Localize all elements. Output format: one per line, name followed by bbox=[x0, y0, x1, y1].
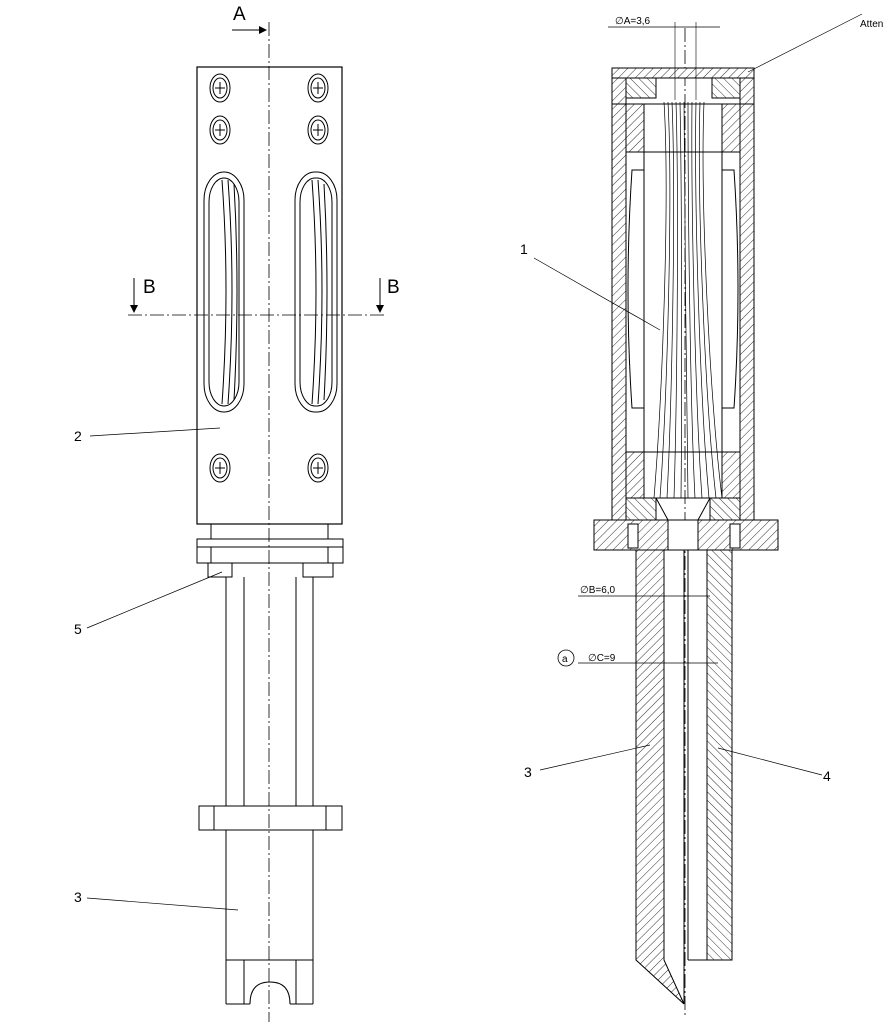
screw-icon bbox=[307, 115, 329, 145]
note-letter: a bbox=[562, 654, 568, 665]
dimension-c: ∅C=9 bbox=[588, 653, 616, 664]
housing-left-wall bbox=[611, 67, 627, 521]
housing-top bbox=[611, 67, 755, 79]
front-view bbox=[86, 22, 384, 1022]
dimension-b: ∅B=6,0 bbox=[580, 585, 616, 596]
callout-3-right: 3 bbox=[524, 764, 532, 780]
left-window bbox=[203, 171, 245, 413]
right-window bbox=[294, 171, 338, 413]
screw-icon bbox=[209, 453, 231, 483]
section-mark-b-right: B bbox=[387, 277, 400, 298]
dimension-a: ∅A=3,6 bbox=[615, 16, 651, 27]
stud bbox=[302, 562, 334, 578]
screw-icon bbox=[209, 115, 231, 145]
section-view bbox=[533, 13, 863, 1015]
housing-right-wall bbox=[739, 67, 755, 521]
callout-5: 5 bbox=[74, 621, 82, 637]
callout-4: 4 bbox=[823, 768, 831, 784]
screw-icon bbox=[307, 73, 329, 103]
front-plate bbox=[196, 66, 343, 525]
stud bbox=[207, 562, 233, 578]
top-flange bbox=[210, 523, 329, 540]
tube-right-wall bbox=[706, 549, 733, 961]
callout-atten: Atten bbox=[860, 19, 883, 30]
callout-1: 1 bbox=[520, 241, 528, 257]
screw-icon bbox=[209, 73, 231, 103]
callout-2: 2 bbox=[74, 428, 82, 444]
callout-3-left: 3 bbox=[74, 889, 82, 905]
section-mark-b-left: B bbox=[143, 277, 156, 298]
tube-left-wall bbox=[635, 549, 685, 1005]
lower-clamp bbox=[198, 805, 343, 831]
note-circle bbox=[557, 649, 575, 667]
fiber-bundle bbox=[653, 101, 723, 499]
section-mark-a: A bbox=[233, 4, 246, 25]
screw-icon bbox=[307, 453, 329, 483]
